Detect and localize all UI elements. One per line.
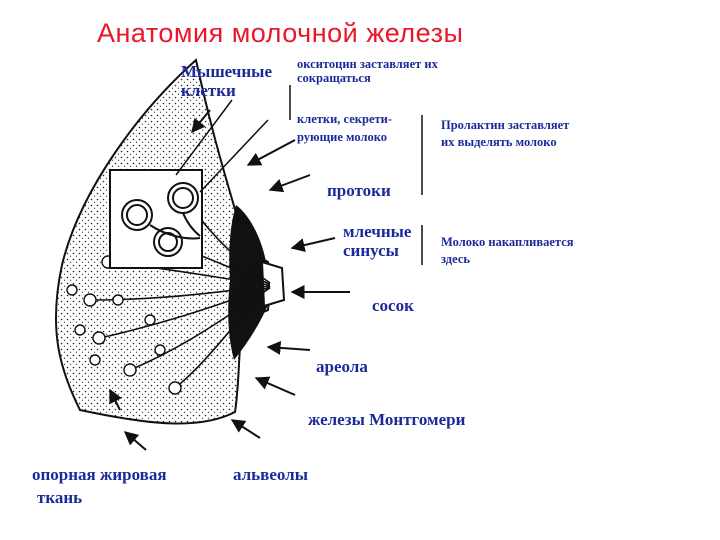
label-areola: ареола xyxy=(316,357,368,376)
label-nipple: сосок xyxy=(372,296,414,315)
label-secreting-cells: клетки, секрети- рующие молоко xyxy=(297,112,393,144)
label-ducts: протоки xyxy=(327,181,391,200)
label-milk-sinuses: млечные синусы xyxy=(343,222,412,261)
label-montgomery-glands: железы Монтгомери xyxy=(308,410,466,429)
pointer-arrows xyxy=(109,109,350,451)
magnified-lobule-box xyxy=(109,169,203,269)
page-title: Анатомия молочной железы xyxy=(97,18,464,48)
label-fat-tissue: опорная жировая ткань xyxy=(32,465,167,508)
lobule-clusters xyxy=(121,182,201,257)
label-muscle-cells: Мышечные клетки xyxy=(181,62,272,101)
label-oxytocin: окситоцин заставляет их сокращаться xyxy=(297,57,438,85)
label-milk-accumulates: Молоко накапливается здесь xyxy=(441,235,574,266)
label-prolactin: Пролактин заставляет их выделять молоко xyxy=(441,118,570,149)
label-alveoli: альвеолы xyxy=(233,465,308,484)
